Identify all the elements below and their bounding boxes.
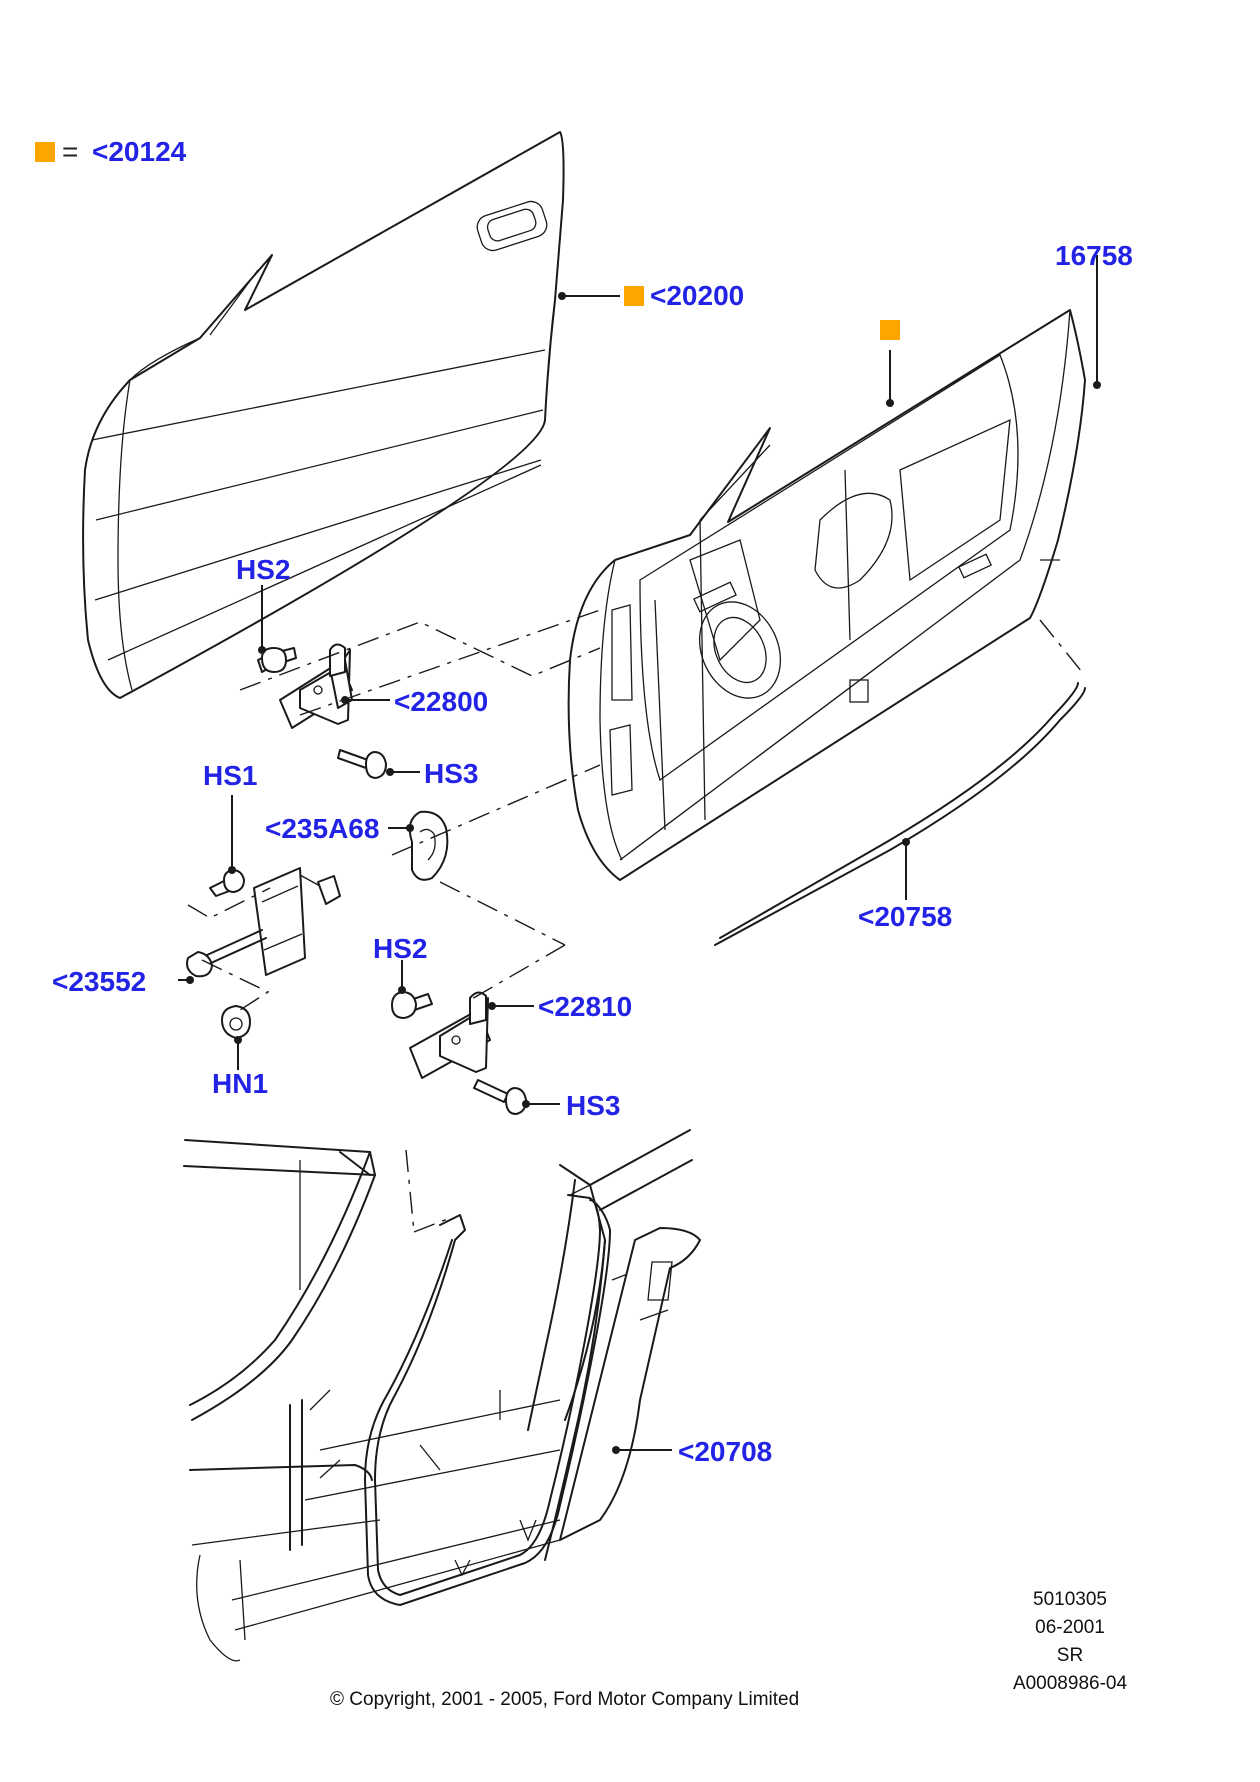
callout-hinge-upper[interactable]: <22800 [394, 686, 489, 717]
bolt-hs3-lower [473, 1079, 527, 1115]
inner-frame-marker [880, 320, 900, 340]
door-weatherstrip [364, 1184, 611, 1606]
callout-hn1[interactable]: HN1 [212, 1068, 269, 1099]
callout-hinge-lower[interactable]: <22810 [538, 991, 633, 1022]
callout-belt-weatherstrip[interactable]: <20758 [858, 901, 953, 932]
callout-hs2-upper[interactable]: HS2 [236, 554, 291, 585]
nut-hn1 [221, 1005, 251, 1039]
diagram-id-date: 06-2001 [1035, 1617, 1105, 1638]
diagram-id-ref: A0008986-04 [1012, 1673, 1128, 1694]
leader-lines [178, 255, 1101, 1454]
callout-check-arm[interactable]: <23552 [52, 966, 147, 997]
upper-hinge [279, 643, 353, 729]
callout-hs1[interactable]: HS1 [203, 760, 258, 791]
alignment-lines [187, 609, 1083, 1233]
callout-door-weatherstrip[interactable]: <20708 [678, 1436, 773, 1467]
callout-hs2-lower[interactable]: HS2 [373, 933, 428, 964]
legend-ref-link[interactable]: <20124 [92, 136, 187, 167]
legend-marker [35, 142, 55, 162]
check-arm-bracket [408, 810, 449, 881]
callout-hs3-lower[interactable]: HS3 [566, 1090, 621, 1121]
diagram-id-code: SR [1056, 1645, 1084, 1666]
bolt-hs2-lower [391, 991, 433, 1019]
diagram-id-number: 5010305 [1033, 1589, 1107, 1610]
bolt-hs3-upper [337, 749, 387, 779]
callout-check-arm-bracket[interactable]: <235A68 [265, 813, 380, 844]
bolt-hs1 [209, 869, 245, 897]
bolt-hs2-upper [257, 647, 297, 673]
lower-hinge [409, 991, 491, 1079]
copyright-text: © Copyright, 2001 - 2005, Ford Motor Com… [330, 1689, 800, 1710]
inner-door-frame [567, 309, 1086, 881]
outer-door-panel [82, 131, 565, 699]
callout-outer-panel[interactable]: <20200 [650, 280, 745, 311]
callout-hs3-upper[interactable]: HS3 [424, 758, 479, 789]
outer-panel-marker [624, 286, 644, 306]
diagram-ids: 5010305 06-2001 SR A0008986-04 [1000, 1590, 1140, 1702]
door-check-arm [186, 867, 341, 978]
legend-equals: = [62, 136, 79, 167]
callout-clip[interactable]: 16758 [1055, 240, 1133, 271]
belt-weatherstrip [714, 682, 1086, 946]
